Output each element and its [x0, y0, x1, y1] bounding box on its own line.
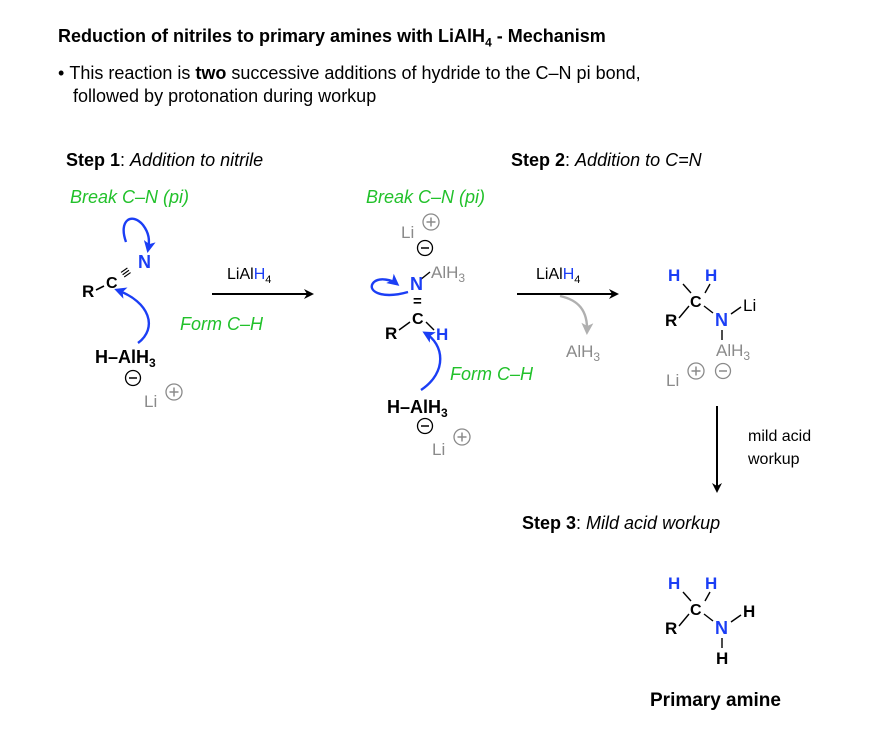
step3-heading: Step 3: Mild acid workup [522, 513, 721, 533]
atom-n-4: N [715, 618, 728, 638]
page-title: Reduction of nitriles to primary amines … [58, 26, 606, 50]
atom-h-d: H [705, 574, 717, 593]
plus-charge-icon [165, 383, 183, 401]
step2-heading: Step 2: Addition to C=N [511, 150, 702, 170]
li-ion: Li [144, 392, 157, 411]
imine-complex-molecule: Li AlH3 N = C R H H–AlH3 Li [370, 213, 471, 459]
hydride-h-alh-2: H–AlH3 [387, 397, 448, 420]
minus-charge-icon-4 [714, 362, 732, 380]
triple-bond: ≡ [117, 264, 134, 283]
break-pi-label-2: Break C–N (pi) [366, 187, 486, 207]
atom-r-4: R [665, 619, 677, 638]
reagent-lialh4-2: LiAlH4 [536, 266, 581, 287]
plus-charge-icon-2 [422, 213, 440, 231]
minus-charge-icon-3 [416, 417, 434, 435]
atom-r: R [82, 282, 94, 301]
arrow-break-pi-2 [370, 273, 409, 297]
atom-r-3: R [665, 311, 677, 330]
break-pi-label-1: Break C–N (pi) [70, 187, 190, 207]
product-caption: Primary amine [650, 690, 781, 711]
atom-h-b: H [705, 266, 717, 285]
atom-r-2: R [385, 324, 397, 343]
plus-charge-icon-4 [687, 362, 705, 380]
atom-h-e: H [743, 602, 755, 621]
reagent-lialh4-1: LiAlH4 [227, 266, 272, 287]
atom-c-3: C [690, 294, 702, 311]
alh3-group-2: AlH3 [431, 263, 465, 285]
atom-n-2: N [410, 274, 423, 294]
minus-charge-icon-2 [416, 239, 434, 257]
primary-amine-molecule: H H C R N H H [665, 574, 755, 668]
atom-c: C [106, 275, 118, 292]
bullet-text: • This reaction is two successive additi… [58, 63, 641, 106]
arrow-break-pi-1 [122, 217, 156, 253]
hydride-h-alh: H–AlH3 [95, 347, 156, 370]
atom-h-new-2: H [436, 325, 448, 344]
arrow-form-ch-1 [114, 287, 150, 344]
atom-c-2: C [412, 311, 424, 328]
alh3-byproduct: AlH3 [566, 342, 600, 364]
atom-c-4: C [690, 602, 702, 619]
form-ch-label-2: Form C–H [450, 364, 534, 384]
minus-charge-icon [124, 369, 142, 387]
step1-heading: Step 1: Addition to nitrile [66, 150, 264, 170]
atom-h-c: H [668, 574, 680, 593]
atom-n: N [138, 252, 151, 272]
arrow-alh3-leaving [559, 294, 594, 335]
li-ion-3: Li [432, 440, 445, 459]
bullet-marker: • [58, 63, 65, 83]
li-ion-2: Li [401, 223, 414, 242]
atom-h-a: H [668, 266, 680, 285]
amide-complex-molecule: H H C R N Li AlH3 Li [665, 266, 756, 390]
form-ch-label-1: Form C–H [180, 314, 264, 334]
atom-li-3: Li [743, 296, 756, 315]
atom-h-f: H [716, 649, 728, 668]
alh3-group-3: AlH3 [716, 341, 750, 363]
plus-charge-icon-3 [453, 428, 471, 446]
nitrile-molecule: R C ≡ N H–AlH3 Li [82, 217, 183, 411]
atom-n-3: N [715, 310, 728, 330]
li-ion-4: Li [666, 371, 679, 390]
double-bond: = [413, 293, 422, 310]
arrow-form-ch-2 [420, 331, 442, 391]
